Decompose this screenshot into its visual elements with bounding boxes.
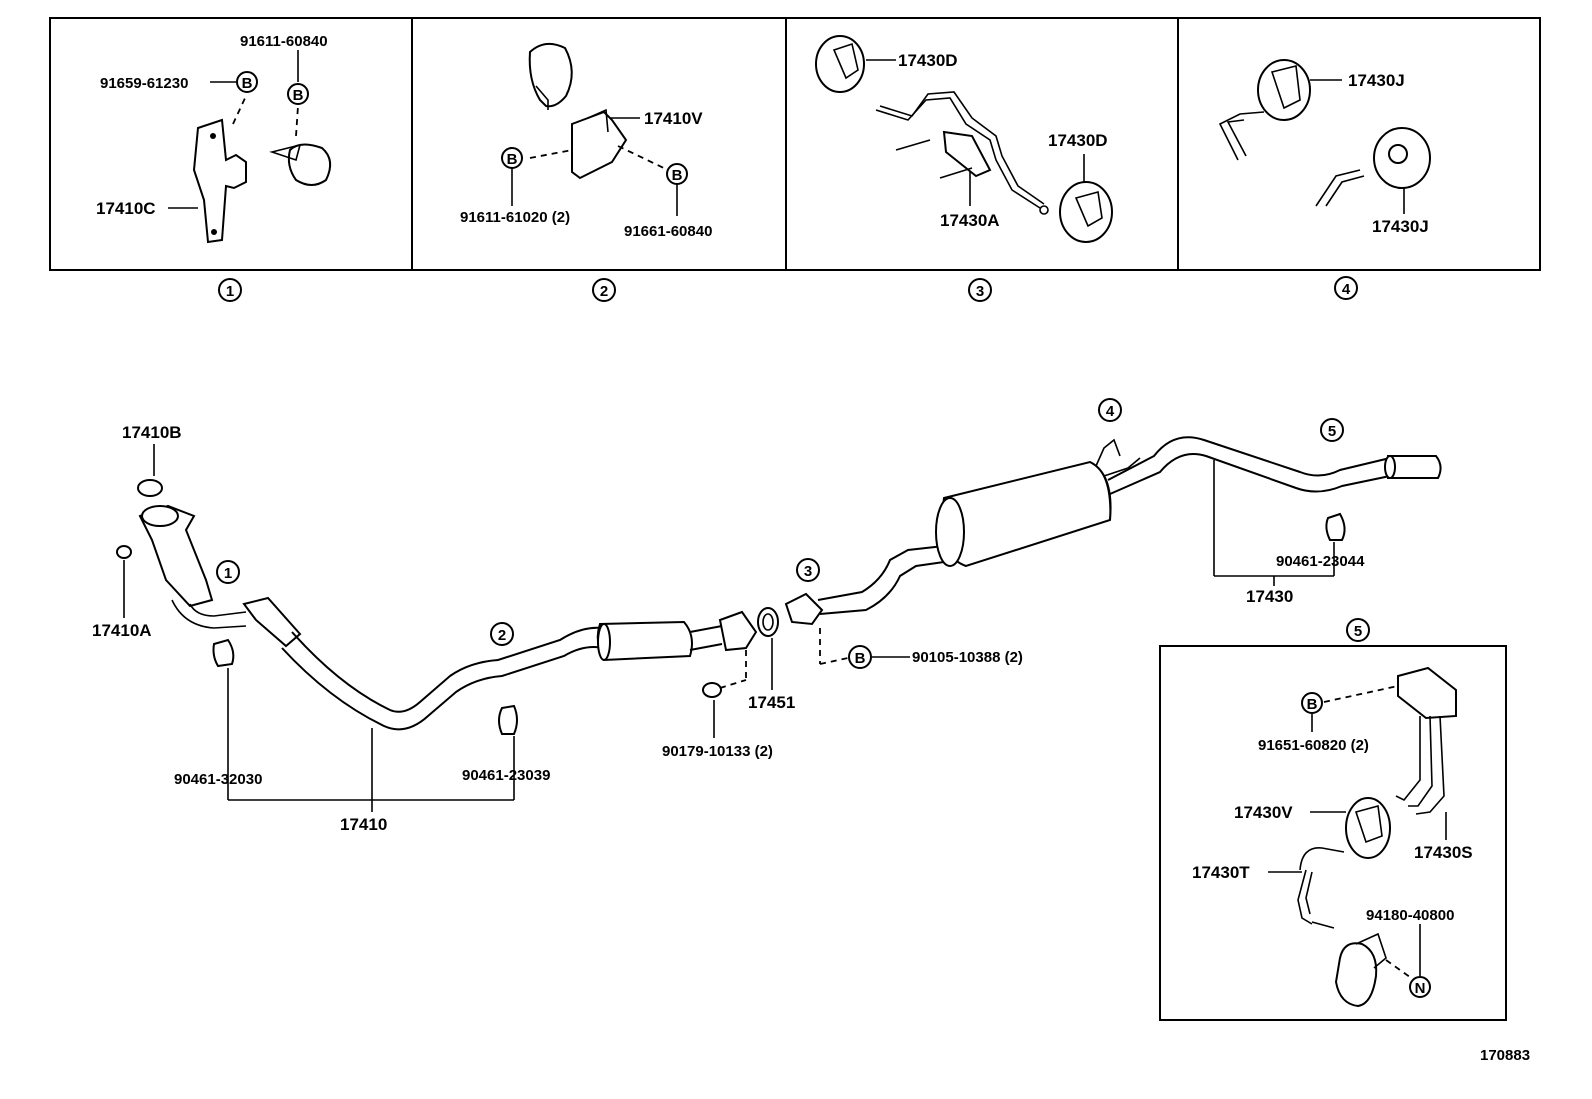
part-label-17430A: 17430A <box>940 211 1000 230</box>
diagram-id: 170883 <box>1480 1047 1530 1064</box>
svg-text:3: 3 <box>804 563 812 580</box>
detail-box-4: 17430J 17430J 4 <box>1177 17 1541 300</box>
part-label-17430: 17430 <box>1246 587 1293 606</box>
clamp-90461-23039: 90461-23039 <box>462 704 550 800</box>
part-label-91611-60840: 91611-60840 <box>240 33 328 50</box>
main-callout-1: 1 <box>216 560 240 584</box>
main-callout-3: 3 <box>796 558 820 582</box>
part-label-17410V: 17410V <box>644 109 703 128</box>
main-exhaust-assembly: 17410B 17410A 17451 90179-10133 (2) <box>92 423 1442 760</box>
marker-b: B <box>242 75 253 92</box>
part-label-91611-61020: 91611-61020 (2) <box>460 209 570 226</box>
part-label-17430T: 17430T <box>1192 863 1250 882</box>
svg-text:1: 1 <box>224 565 232 582</box>
main-callout-5: 5 <box>1320 418 1344 442</box>
part-label-17410C: 17410C <box>96 199 156 218</box>
marker-b: B <box>1307 696 1318 713</box>
part-label-17451: 17451 <box>748 693 795 712</box>
part-label-17410B: 17410B <box>122 423 182 442</box>
part-label-90461-23044: 90461-23044 <box>1276 553 1365 570</box>
part-label-17430V: 17430V <box>1234 803 1293 822</box>
detail-index-5: 5 <box>1354 623 1362 640</box>
svg-text:5: 5 <box>1328 423 1336 440</box>
detail-index-4: 4 <box>1342 281 1351 298</box>
main-callout-4: 4 <box>1098 398 1122 422</box>
detail-box-2: B B 17410V 91611-61020 (2) 91661-60840 2 <box>411 17 787 302</box>
part-label-17410A: 17410A <box>92 621 152 640</box>
part-label-94180-40800: 94180-40800 <box>1366 907 1454 924</box>
detail-box-1: B B 91611-60840 91659-61230 17410C 1 <box>49 17 413 302</box>
part-label-17430J: 17430J <box>1372 217 1429 236</box>
part-label-17430D: 17430D <box>898 51 958 70</box>
marker-b: B <box>672 167 683 184</box>
marker-b: B <box>855 650 866 667</box>
part-label-17430J: 17430J <box>1348 71 1405 90</box>
part-label-17430S: 17430S <box>1414 843 1473 862</box>
detail-index-1: 1 <box>226 283 234 300</box>
part-label-91651-60820: 91651-60820 (2) <box>1258 737 1369 754</box>
part-label-91659-61230: 91659-61230 <box>100 75 188 92</box>
detail-index-2: 2 <box>600 283 608 300</box>
part-label-17410: 17410 <box>340 815 387 834</box>
svg-text:2: 2 <box>498 627 506 644</box>
marker-b: B <box>293 87 304 104</box>
main-callout-2: 2 <box>490 622 514 646</box>
detail-box-3: 17430D 17430D 17430A 3 <box>785 17 1179 302</box>
part-label-17430D: 17430D <box>1048 131 1108 150</box>
svg-text:4: 4 <box>1106 403 1115 420</box>
part-label-90461-23039: 90461-23039 <box>462 767 550 784</box>
part-label-90461-32030: 90461-32030 <box>174 771 262 788</box>
clamp-90461-32030: 90461-32030 <box>174 638 262 800</box>
marker-b: B <box>507 151 518 168</box>
detail-box-5: 5 B 91651-60820 (2) 17430V 17430S 17430T… <box>1159 618 1507 1021</box>
part-label-90105-10388: 90105-10388 (2) <box>912 649 1023 666</box>
part-label-91661-60840: 91661-60840 <box>624 223 712 240</box>
detail-index-3: 3 <box>976 283 984 300</box>
part-label-90179-10133: 90179-10133 (2) <box>662 743 773 760</box>
marker-n: N <box>1415 980 1426 997</box>
clamp-90461-23044: 90461-23044 <box>1276 512 1365 576</box>
bolt-90105-10388: B 90105-10388 (2) <box>819 628 1023 669</box>
